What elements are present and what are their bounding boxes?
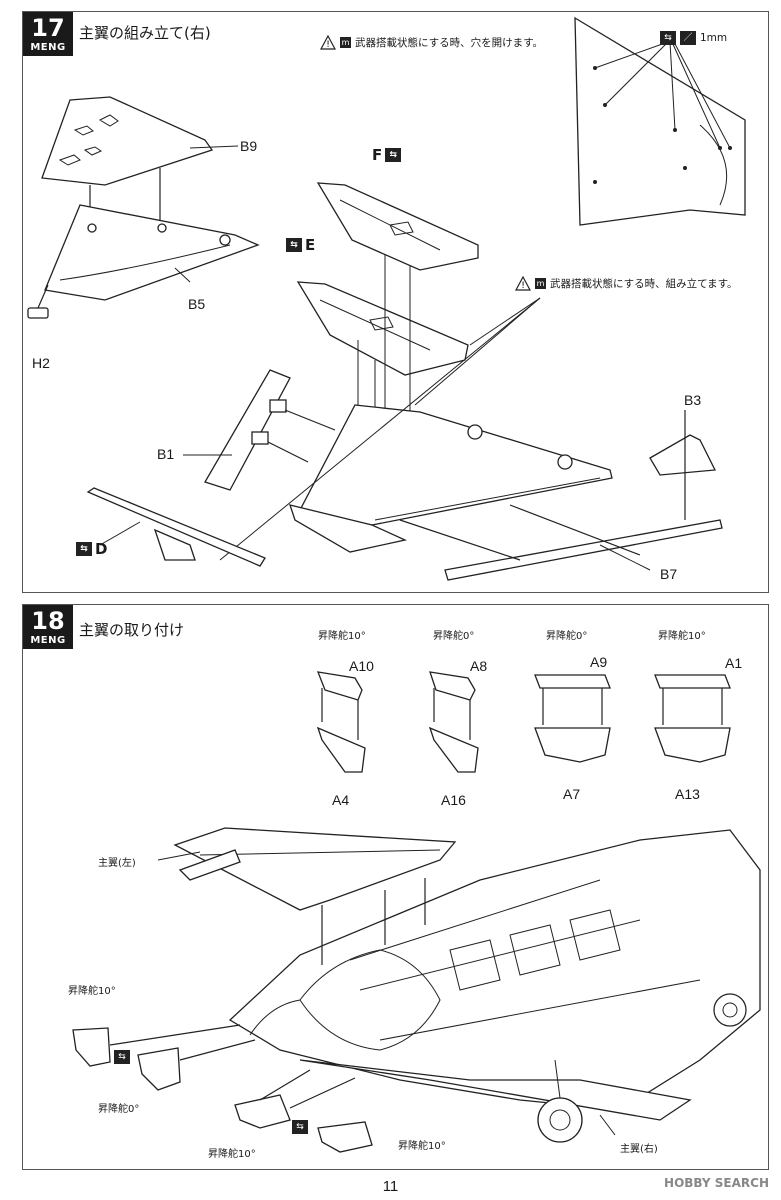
m-mark-icon: m xyxy=(340,37,351,48)
elevator-10-label-a: 昇降舵10° xyxy=(68,986,116,997)
brand-logo: MENG xyxy=(30,635,66,646)
step-number: 17 xyxy=(31,14,65,42)
part-label-b9: B9 xyxy=(240,138,258,154)
main-wing-left-label: 主翼(左) xyxy=(98,858,136,869)
m-mark-icon: m xyxy=(535,278,546,289)
step-title: 主翼の取り付け xyxy=(79,621,185,639)
swap-icon: ⇆ xyxy=(286,238,302,252)
step-17-diagram xyxy=(27,16,746,581)
page-number: 11 xyxy=(382,1178,399,1195)
part-label-a8: A8 xyxy=(470,658,488,674)
elevator-0-label: 昇降舵0° xyxy=(98,1104,140,1115)
part-label-h2: H2 xyxy=(32,355,50,371)
main-wing-right-label: 主翼(右) xyxy=(620,1144,658,1155)
elevator-header-3: 昇降舵0° xyxy=(546,631,588,642)
drill-size-label: ⇆ ／ 1mm xyxy=(660,31,727,45)
part-label-f: F ⇆ xyxy=(372,146,402,164)
warning-icon: ! xyxy=(320,35,336,50)
part-label-a1: A1 xyxy=(725,655,743,671)
step-number: 18 xyxy=(31,607,65,635)
part-label-a7: A7 xyxy=(563,786,581,802)
step-18-panel: 18 MENG 主翼の取り付け xyxy=(22,604,769,1170)
note-drill-holes: ! m 武器搭載状態にする時、穴を開けます。 xyxy=(320,35,543,50)
elevator-10-label-c: 昇降舵10° xyxy=(398,1141,446,1152)
step-title: 主翼の組み立て(右) xyxy=(79,24,211,42)
part-label-b7: B7 xyxy=(660,566,678,582)
swap-icon: ⇆ xyxy=(660,31,676,45)
elevator-header-2: 昇降舵0° xyxy=(433,631,475,642)
part-label-d: ⇆ D xyxy=(76,540,107,558)
drill-icon: ／ xyxy=(680,31,696,45)
swap-icon: ⇆ xyxy=(292,1120,308,1134)
brand-logo: MENG xyxy=(30,42,66,53)
part-label-a9: A9 xyxy=(590,654,608,670)
note-text: 武器搭載状態にする時、穴を開けます。 xyxy=(355,37,544,49)
part-label-e: ⇆ E xyxy=(286,236,315,254)
swap-icon: ⇆ xyxy=(385,148,402,162)
svg-text:!: ! xyxy=(326,40,330,50)
note-text: 武器搭載状態にする時、組み立てます。 xyxy=(550,278,738,290)
part-label-a16: A16 xyxy=(441,792,466,808)
step-18-badge: 18 MENG xyxy=(23,605,73,649)
swap-icon: ⇆ xyxy=(114,1050,130,1064)
elevator-10-label-b: 昇降舵10° xyxy=(208,1149,256,1160)
watermark: HOBBY SEARCH xyxy=(664,1176,769,1190)
part-label-b5: B5 xyxy=(188,296,206,312)
step-17-badge: 17 MENG xyxy=(23,12,73,56)
part-label-a13: A13 xyxy=(675,786,700,802)
part-label-a10: A10 xyxy=(349,658,374,674)
part-label-a4: A4 xyxy=(332,792,350,808)
svg-text:!: ! xyxy=(521,281,525,291)
drill-size-text: 1mm xyxy=(700,32,728,44)
part-label-b3: B3 xyxy=(684,392,702,408)
warning-icon: ! xyxy=(515,276,531,291)
elevator-header-4: 昇降舵10° xyxy=(658,631,706,642)
note-assemble: ! m 武器搭載状態にする時、組み立てます。 xyxy=(515,276,738,291)
swap-icon: ⇆ xyxy=(76,542,92,556)
elevator-header-1: 昇降舵10° xyxy=(318,631,366,642)
part-label-b1: B1 xyxy=(157,446,175,462)
